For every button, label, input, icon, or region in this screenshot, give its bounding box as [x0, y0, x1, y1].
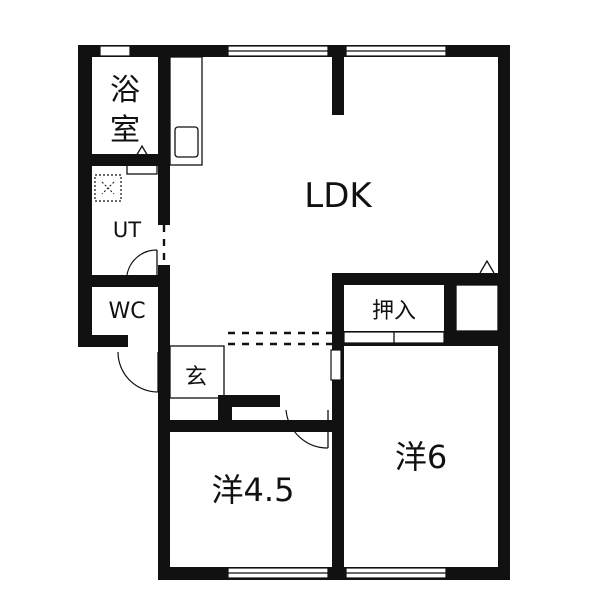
- label-western-small: 洋4.5: [212, 471, 295, 509]
- wall-wet-area-right: [158, 57, 170, 225]
- wall-left-lower: [158, 345, 170, 580]
- wall-hall-top: [232, 395, 280, 407]
- sink-icon: [174, 126, 199, 158]
- label-bath-1: 浴: [110, 73, 140, 108]
- wall-closet-top: [332, 273, 510, 285]
- wall-ut-bottom: [92, 275, 158, 287]
- doors: [117, 225, 332, 449]
- washing-machine-icon: [94, 174, 122, 202]
- label-ut: UT: [113, 218, 141, 242]
- kitchen-counter: [169, 56, 203, 166]
- windows: [99, 45, 447, 579]
- window-bottom-right: [345, 567, 447, 579]
- bath-threshold: [126, 157, 158, 175]
- window-bottom-left: [227, 567, 329, 579]
- label-entrance: 玄: [185, 365, 207, 390]
- label-western-large: 洋6: [395, 438, 447, 476]
- genkan-area: [169, 345, 342, 399]
- storage-box: [455, 284, 499, 332]
- door-entrance: [117, 351, 159, 393]
- wall-closet-right: [444, 273, 456, 343]
- room-labels: LDK 浴 室 UT WC 押入 玄 洋4.5 洋6: [108, 73, 447, 509]
- wall-closet-left: [332, 273, 344, 343]
- genkan-step: [169, 345, 225, 399]
- label-bath-2: 室: [110, 113, 140, 148]
- door-room45: [285, 409, 329, 449]
- wall-room45-top: [158, 420, 332, 432]
- label-closet: 押入: [372, 299, 416, 324]
- label-ldk: LDK: [304, 176, 373, 216]
- wall-genkan-stub: [218, 395, 232, 432]
- label-wc: WC: [108, 299, 145, 324]
- closet-doors: [343, 331, 445, 344]
- window-bath: [99, 45, 131, 57]
- window-top-right: [345, 45, 447, 57]
- wall-bath-bottom: [92, 154, 158, 166]
- interior-walls: [92, 57, 510, 580]
- wall-wc-bottom: [78, 335, 128, 347]
- wall-room6-left: [332, 346, 344, 580]
- room6-door-frame: [330, 349, 342, 381]
- wall-ldk-stub: [332, 57, 344, 115]
- wall-wc-right: [158, 265, 170, 345]
- triangle-marker-icon: [134, 144, 150, 159]
- door-ut: [126, 249, 158, 276]
- counter-outline: [169, 56, 203, 166]
- wall-right: [498, 45, 510, 580]
- wall-left-upper: [78, 45, 92, 347]
- window-top-left: [227, 45, 329, 57]
- triangle-marker-icon: [479, 259, 495, 274]
